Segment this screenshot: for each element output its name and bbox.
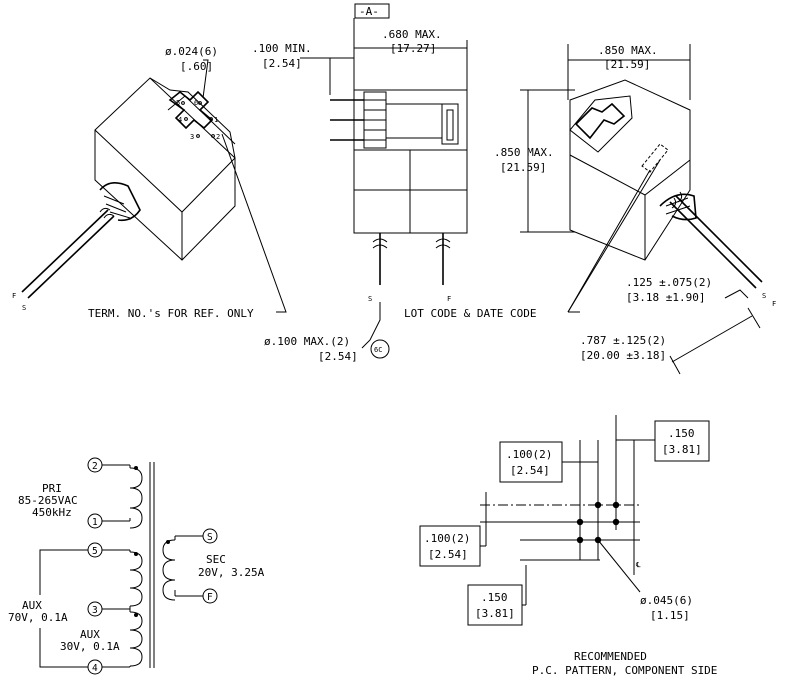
pcb-centerline: ℄ (635, 561, 641, 569)
node-s: S (207, 532, 213, 543)
aux2-rating: 30V, 0.1A (60, 640, 120, 653)
body-width-mm: [21.59] (604, 58, 650, 71)
pin-1-mark (209, 117, 213, 121)
lead-f-center: F (447, 295, 451, 303)
aux1-label: AUX (22, 599, 42, 612)
standoff: .100 MIN. (252, 42, 312, 55)
pad-5 (576, 536, 584, 544)
pin-2-mark (211, 134, 215, 138)
pin-label-5: 5 (176, 99, 180, 107)
node-f: F (207, 592, 213, 603)
pri-voltage: 85-265VAC (18, 494, 78, 507)
left-iso-view: 5 6 4 1 3 2 F S ø.024(6) [.60] TERM. NO.… (12, 45, 287, 320)
lot-code-note: LOT CODE & DATE CODE (404, 307, 536, 320)
sec-label: SEC (206, 553, 226, 566)
lead-length-mm: [20.00 ±3.18] (580, 349, 666, 362)
lead-f-right: F (772, 300, 776, 308)
pcb-title-2: P.C. PATTERN, COMPONENT SIDE (532, 664, 717, 677)
lead-s-right: S (762, 292, 766, 300)
pad-1 (594, 501, 602, 509)
pcb-offset-top: .150 (668, 427, 695, 440)
body-depth: .680 MAX. (382, 28, 442, 41)
node-5: 5 (92, 546, 98, 557)
node-2: 2 (92, 461, 98, 472)
pin-label-4: 4 (178, 116, 182, 124)
pad-4 (612, 518, 620, 526)
right-iso-view: S F .850 MAX. [21.59] .850 MAX. [21.59] … (404, 44, 776, 375)
body-height-mm: [21.59] (500, 161, 546, 174)
wire-dia: ø.100 MAX.(2) (264, 335, 350, 348)
lead-length: .787 ±.125(2) (580, 334, 666, 347)
pin-3-mark (196, 134, 200, 138)
node-4: 4 (92, 663, 98, 674)
node-1: 1 (92, 517, 98, 528)
pcb-hole-dia: ø.045(6) (640, 594, 693, 607)
pad-3 (576, 518, 584, 526)
pin-label-6: 6 (194, 99, 198, 107)
aux1-rating: 70V, 0.1A (8, 611, 68, 624)
pin-label-1: 1 (214, 116, 218, 124)
wire-note: 6C (374, 346, 382, 354)
pin-5-mark (181, 101, 185, 105)
pcb-offset-top-mm: [3.81] (662, 443, 702, 456)
pcb-pitch: .100(2) (506, 448, 552, 461)
pad-2 (612, 501, 620, 509)
pcb-pattern: .100(2) [2.54] .150 [3.81] .100(2) [2.54… (419, 415, 717, 677)
pri-freq: 450kHz (32, 506, 72, 519)
node-3: 3 (92, 605, 98, 616)
lead-s-left: S (22, 304, 26, 312)
strip-length: .125 ±.075(2) (626, 276, 712, 289)
pcb-hole-dia-mm: [1.15] (650, 609, 690, 622)
pcb-offset-bottom: .150 (481, 591, 508, 604)
pcb-offset-bottom-mm: [3.81] (475, 607, 515, 620)
body-depth-mm: [17.27] (390, 42, 436, 55)
pin-label-3: 3 (190, 133, 194, 141)
body-width: .850 MAX. (598, 44, 658, 57)
strip-length-mm: [3.18 ±1.90] (626, 291, 705, 304)
center-side-view: S F -A- .680 MAX. [17.27] .100 MIN. [2.5… (252, 3, 468, 363)
schematic: 2 1 PRI 85-265VAC 450kHz 5 3 4 AUX 70V, … (8, 457, 265, 675)
datum-a: -A- (359, 5, 379, 18)
pin-dia-mm: [.60] (180, 60, 213, 73)
term-ref-note: TERM. NO.'s FOR REF. ONLY (88, 307, 254, 320)
aux2-label: AUX (80, 628, 100, 641)
pri-label: PRI (42, 482, 62, 495)
standoff-mm: [2.54] (262, 57, 302, 70)
wire-dia-mm: [2.54] (318, 350, 358, 363)
body-height: .850 MAX. (494, 146, 554, 159)
pin-4-mark (184, 117, 188, 121)
pin-dia: ø.024(6) (165, 45, 218, 58)
lead-s-center: S (368, 295, 372, 303)
sec-rating: 20V, 3.25A (198, 566, 265, 579)
pcb-pitch-v: .100(2) (424, 532, 470, 545)
pcb-title-1: RECOMMENDED (574, 650, 647, 663)
lead-f-left: F (12, 292, 16, 300)
pcb-pitch-v-mm: [2.54] (428, 548, 468, 561)
pin-6-mark (198, 101, 202, 105)
pcb-pitch-mm: [2.54] (510, 464, 550, 477)
pin-label-2: 2 (216, 133, 220, 141)
